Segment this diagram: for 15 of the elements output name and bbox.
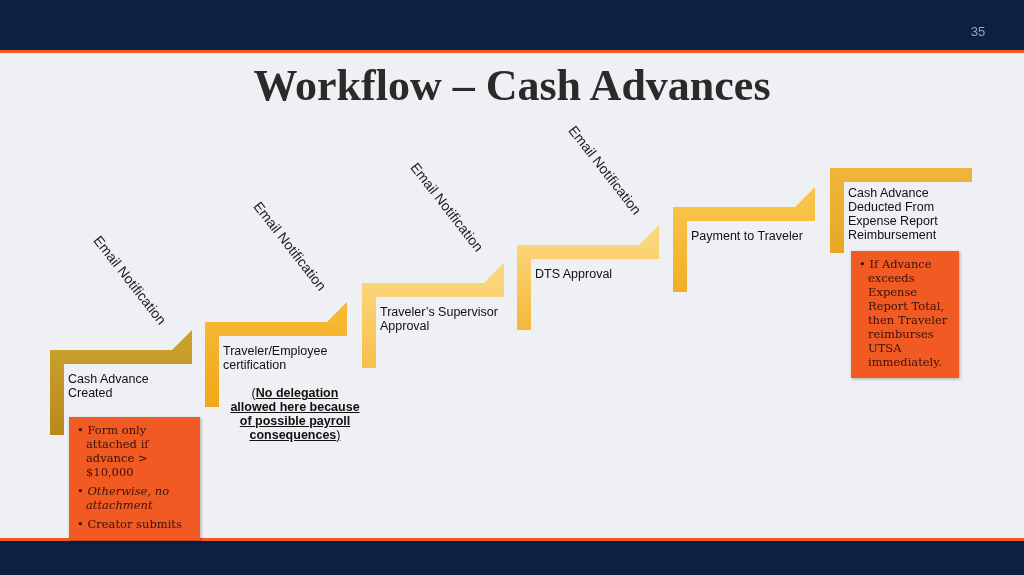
step-label: Payment to Traveler xyxy=(691,229,804,243)
bullet-text: • Otherwise, no attachment xyxy=(76,484,171,512)
note-box xyxy=(851,251,959,378)
step-label: Cash Advance Deducted From Expense Report Reimbursement xyxy=(848,186,939,242)
step-label: DTS Approval xyxy=(535,267,614,281)
step-label: Traveler/Employee certification xyxy=(223,344,329,372)
bullet-text: • If Advance exceeds Expense Report Total, then Traveler reimburses UTSA immediately. xyxy=(858,257,949,369)
slide-title: Workflow – Cash Advances xyxy=(252,60,772,111)
slide-number: 35 xyxy=(969,24,987,39)
note-text: (No delegation allowed here because of possible payroll consequences) xyxy=(229,386,361,442)
bullet-text: • Creator submits xyxy=(76,517,183,531)
step-label: Cash Advance Created xyxy=(68,372,150,400)
step-label: Traveler’s Supervisor Approval xyxy=(380,305,499,333)
bullet-text: • Form only attached if advance > $10,000 xyxy=(76,423,151,479)
note-box xyxy=(69,417,200,540)
